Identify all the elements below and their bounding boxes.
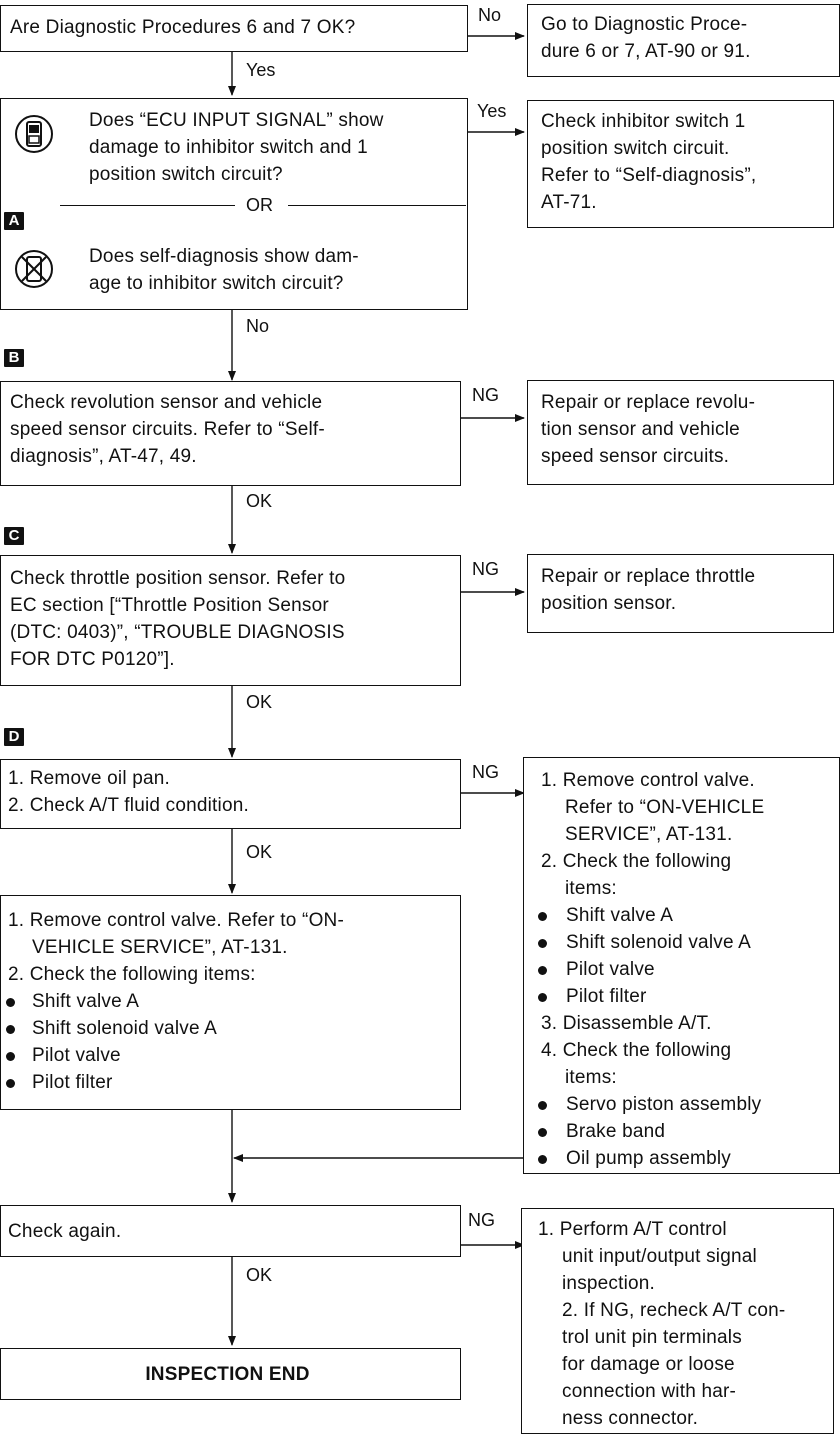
stepD-ng-action-box (523, 757, 840, 1174)
or-divider-right (288, 205, 466, 206)
q1-no-label: No (478, 5, 502, 25)
q1-no-action: Go to Diagnostic Proce- dure 6 or 7, AT-… (541, 14, 751, 62)
stepD-ok-step2: 2. Check the following items: (8, 964, 256, 985)
bullet (6, 1079, 15, 1088)
stepD-ng-item-shift-solenoid: Shift solenoid valve A (566, 932, 752, 953)
stepB-box (0, 381, 461, 486)
bullet (538, 939, 547, 948)
q2-question-b: Does self-diagnosis show dam- age to inh… (89, 246, 359, 294)
stepC-box (0, 555, 461, 686)
q2-no-label: No (246, 316, 270, 336)
stepD-ng-step3: 3. Disassemble A/T. (541, 1013, 712, 1034)
section-a-badge: A (4, 212, 24, 230)
stepD-ng-step4: 4. Check the following items: (541, 1040, 732, 1088)
stepD-box (0, 759, 461, 829)
stepD-ok-item-pilot-valve: Pilot valve (32, 1045, 121, 1066)
bullet (6, 1025, 15, 1034)
stepD-ok-action-box (0, 895, 461, 1110)
section-b-badge: B (4, 349, 24, 367)
or-label: OR (240, 195, 279, 215)
bullet (538, 1128, 547, 1137)
bullet (538, 993, 547, 1002)
or-divider-left (60, 205, 235, 206)
stepD-ok-item-shift-solenoid: Shift solenoid valve A (32, 1018, 218, 1039)
bullet (538, 966, 547, 975)
q2-yes-label: Yes (477, 101, 507, 121)
stepD-ng-item-servo-piston: Servo piston assembly (566, 1094, 762, 1115)
stepB-text: Check revolution sensor and vehicle spee… (10, 392, 325, 467)
q1-decision-box (0, 5, 468, 52)
stepB-ok-label: OK (246, 491, 273, 511)
final-ng-action-box (521, 1208, 834, 1434)
stepD-ng-item-pilot-valve: Pilot valve (566, 959, 655, 980)
stepD-ng-label: NG (472, 762, 499, 782)
stepD-ok-label: OK (246, 842, 273, 862)
stepC-ng-action-box (527, 554, 834, 633)
check-again-box (0, 1205, 461, 1257)
q2-yes-action-box (527, 100, 834, 228)
stepD-ng-item-pilot-filter: Pilot filter (566, 986, 647, 1007)
stepD-ng-item-oil-pump: Oil pump assembly (566, 1148, 731, 1169)
q2-decision-box (0, 98, 468, 310)
stepC-ok-label: OK (246, 692, 273, 712)
bullet (538, 1155, 547, 1164)
stepC-ng-label: NG (472, 559, 499, 579)
stepD-ng-step2: 2. Check the following items: (541, 851, 732, 899)
stepB-ng-action-box (527, 380, 834, 485)
inspection-end-text: INSPECTION END (145, 1364, 310, 1385)
q1-question: Are Diagnostic Procedures 6 and 7 OK? (10, 17, 356, 38)
bullet (538, 912, 547, 921)
bullet (6, 998, 15, 1007)
q1-yes-label: Yes (246, 60, 276, 80)
consult-tester-icon (15, 115, 53, 153)
inspection-end-box (0, 1348, 461, 1400)
stepD-ok-item-pilot-filter: Pilot filter (32, 1072, 113, 1093)
stepD-line1: 1. Remove oil pan. (8, 768, 171, 789)
stepD-line2: 2. Check A/T fluid condition. (8, 795, 249, 816)
section-d-badge: D (4, 728, 24, 746)
q2-question-a: Does “ECU INPUT SIGNAL” show damage to i… (89, 110, 384, 185)
q2-yes-action: Check inhibitor switch 1 position switch… (541, 111, 757, 213)
bullet (6, 1052, 15, 1061)
final-ng-action: 1. Perform A/T control unit input/output… (538, 1219, 786, 1429)
stepD-ng-item-brake-band: Brake band (566, 1121, 666, 1142)
stepC-text: Check throttle position sensor. Refer to… (10, 568, 346, 670)
final-ng-label: NG (468, 1210, 495, 1230)
stepD-ok-step1: 1. Remove control valve. Refer to “ON- V… (8, 910, 344, 958)
section-c-badge: C (4, 527, 24, 545)
bullet (538, 1101, 547, 1110)
no-consult-tester-icon (15, 250, 53, 288)
stepD-ng-step1: 1. Remove control valve. Refer to “ON-VE… (541, 770, 765, 845)
stepD-ok-item-shift-valve: Shift valve A (32, 991, 140, 1012)
final-ok-label: OK (246, 1265, 273, 1285)
stepD-ng-item-shift-valve: Shift valve A (566, 905, 674, 926)
stepB-ng-action: Repair or replace revolu- tion sensor an… (541, 392, 756, 467)
stepC-ng-action: Repair or replace throttle position sens… (541, 566, 756, 614)
stepB-ng-label: NG (472, 385, 499, 405)
check-again-text: Check again. (8, 1221, 122, 1242)
